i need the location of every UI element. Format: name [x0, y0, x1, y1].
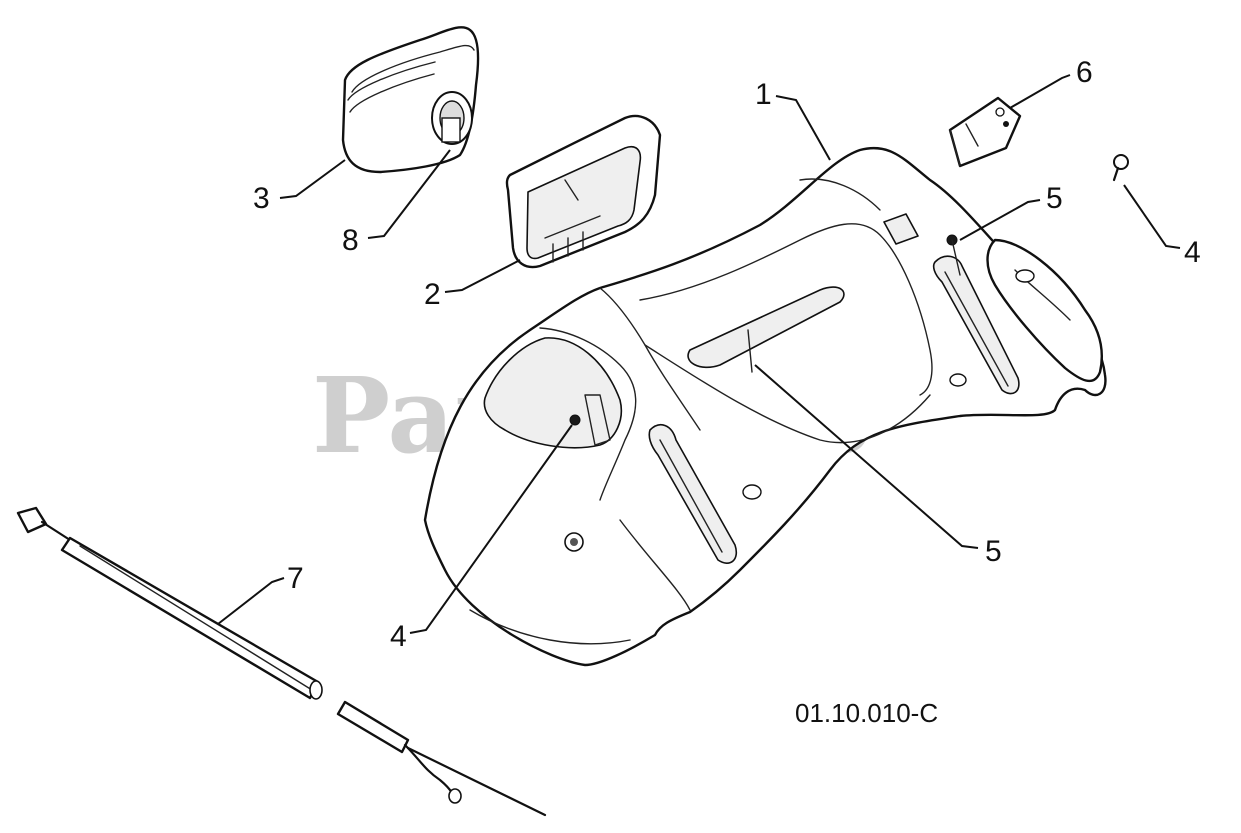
part-7-cable[interactable]	[16, 506, 547, 817]
callout-7[interactable]: 7	[287, 562, 304, 595]
callout-5-right[interactable]: 5	[1046, 182, 1063, 215]
callout-6[interactable]: 6	[1076, 56, 1093, 89]
callout-3[interactable]: 3	[253, 182, 270, 215]
callout-5-center[interactable]: 5	[985, 535, 1002, 568]
diagram-code: 01.10.010-C	[795, 698, 938, 728]
leader-lines	[217, 74, 1181, 634]
callout-labels: 1 2 3 4 4 5 5 6 7 8	[253, 56, 1201, 653]
callout-1[interactable]: 1	[755, 78, 772, 111]
part-8-knob[interactable]	[431, 91, 473, 145]
callout-4-screw[interactable]: 4	[1184, 236, 1201, 269]
part-6-switch[interactable]	[948, 96, 1022, 168]
callout-4-housing[interactable]: 4	[390, 620, 407, 653]
part-1-housing[interactable]	[423, 146, 1107, 667]
fastener-dot	[569, 414, 581, 426]
callout-8[interactable]: 8	[342, 224, 359, 257]
part-4-screw[interactable]	[1112, 154, 1129, 182]
part-2-frame[interactable]	[505, 114, 662, 269]
callout-2[interactable]: 2	[424, 278, 441, 311]
